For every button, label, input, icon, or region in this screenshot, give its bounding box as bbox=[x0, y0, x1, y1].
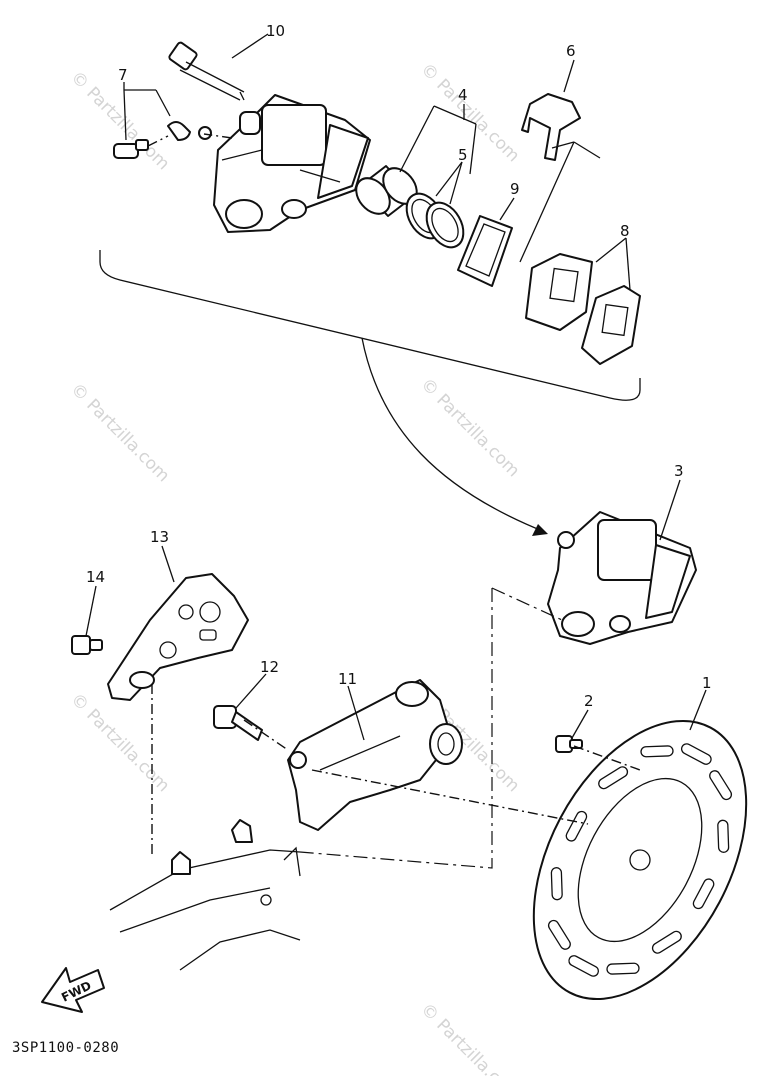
part-14-bolt bbox=[71, 635, 103, 655]
exploded-arrow-curve bbox=[361, 337, 546, 533]
callout-14: 14 bbox=[86, 568, 105, 586]
callout-5: 5 bbox=[458, 146, 468, 164]
callout-numbers: 10 7 4 5 6 9 8 3 13 14 12 11 2 1 bbox=[86, 22, 712, 710]
disc-slot bbox=[651, 930, 682, 954]
callout-13: 13 bbox=[150, 528, 169, 546]
swingarm-outline bbox=[109, 819, 301, 971]
disc-slot bbox=[547, 919, 571, 950]
disc-slot bbox=[680, 743, 712, 765]
assembly-lines bbox=[147, 133, 641, 869]
part-13-disc-guard bbox=[107, 573, 249, 701]
disc-slot bbox=[692, 878, 715, 910]
part-1-brake-disc bbox=[532, 719, 748, 1001]
caliper-body-exploded bbox=[213, 94, 371, 233]
drawing-code: 3SP1100-0280 bbox=[12, 1040, 119, 1056]
exploded-arrow-head bbox=[532, 524, 548, 536]
part-3-caliper-assembly bbox=[547, 511, 697, 645]
part-10-bolt bbox=[168, 41, 245, 101]
part-8-brake-pads bbox=[525, 253, 641, 365]
disc-slot bbox=[717, 819, 730, 853]
callout-4: 4 bbox=[458, 86, 468, 104]
disc-slot bbox=[568, 955, 600, 977]
disc-slot bbox=[709, 770, 733, 801]
part-9-shim bbox=[457, 215, 513, 287]
part-7-bleed-screw bbox=[113, 121, 212, 159]
watermark: © Partzilla.com bbox=[66, 379, 173, 486]
disc-slot bbox=[606, 962, 640, 975]
callout-7: 7 bbox=[118, 66, 128, 84]
callout-8: 8 bbox=[620, 222, 630, 240]
disc-slot bbox=[550, 867, 563, 901]
part-4-piston bbox=[355, 165, 418, 217]
exploded-group-bracket bbox=[99, 250, 641, 401]
callout-1: 1 bbox=[702, 674, 712, 692]
disc-slot bbox=[598, 766, 629, 790]
callout-11: 11 bbox=[338, 670, 357, 688]
callout-leaders bbox=[85, 33, 707, 741]
part-2-bolt bbox=[555, 735, 583, 753]
part-6-pad-spring bbox=[521, 93, 581, 161]
fwd-direction-arrow: FWD bbox=[41, 967, 105, 1013]
watermark: © Partzilla.com bbox=[416, 59, 523, 166]
callout-2: 2 bbox=[584, 692, 594, 710]
watermark: © Partzilla.com bbox=[416, 999, 523, 1076]
disc-slot bbox=[640, 745, 674, 758]
part-12-bolt bbox=[213, 705, 263, 741]
callout-10: 10 bbox=[266, 22, 285, 40]
callout-6: 6 bbox=[566, 42, 576, 60]
callout-12: 12 bbox=[260, 658, 279, 676]
disc-slot bbox=[565, 810, 588, 842]
watermark: © Partzilla.com bbox=[66, 689, 173, 796]
part-5-seals bbox=[405, 192, 465, 249]
part-11-caliper-bracket bbox=[287, 679, 463, 831]
callout-9: 9 bbox=[510, 180, 520, 198]
callout-3: 3 bbox=[674, 462, 684, 480]
